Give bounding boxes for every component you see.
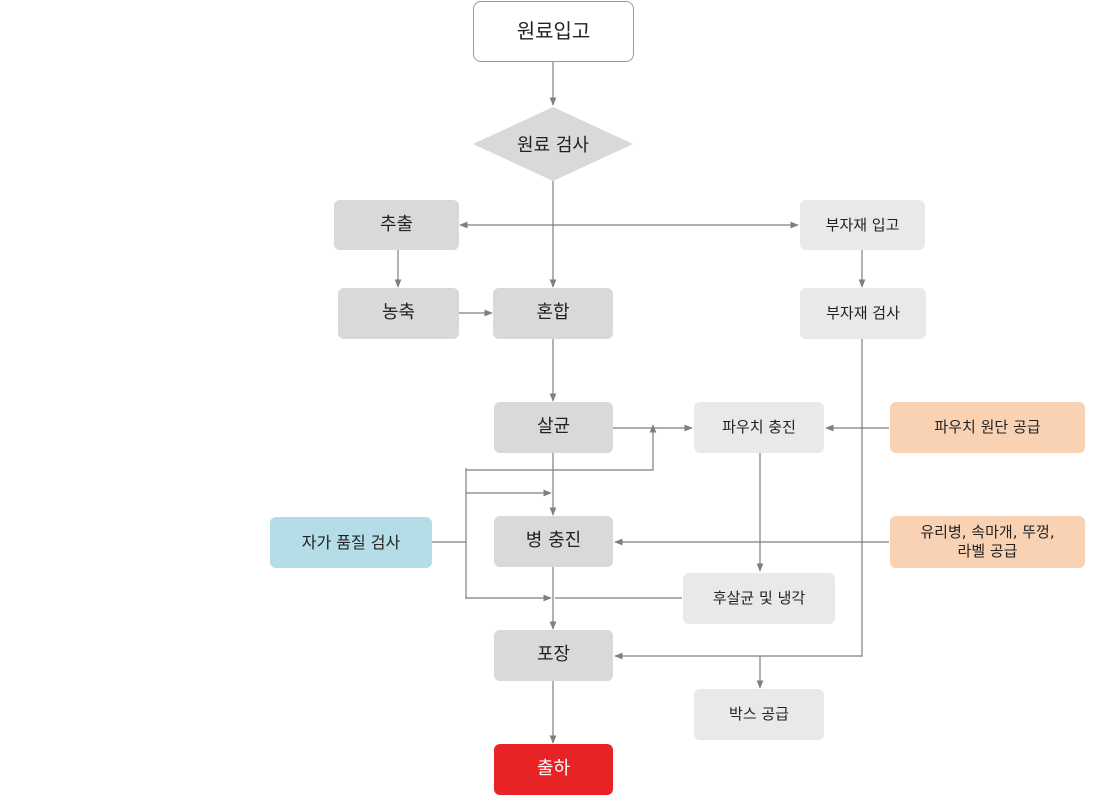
pouch-filling-node: 파우치 충진 <box>694 402 824 453</box>
extraction-node: 추출 <box>334 200 459 250</box>
glass-bottle-supply-node: 유리병, 속마개, 뚜껑, 라벨 공급 <box>890 516 1085 568</box>
box-supply-node: 박스 공급 <box>694 689 824 740</box>
raw-receipt-node: 원료입고 <box>473 1 634 62</box>
connector-quality-to-pouch-line <box>466 424 657 471</box>
connector-submaterial-to-packaging <box>614 339 863 660</box>
sterilization-node: 살균 <box>494 402 613 453</box>
packaging-node: 포장 <box>494 630 613 681</box>
self-quality-inspection-node: 자가 품질 검사 <box>270 517 432 568</box>
post-sterilization-cooling-node: 후살균 및 냉각 <box>683 573 835 624</box>
sub-material-inspection-node: 부자재 검사 <box>800 288 926 339</box>
pouch-fabric-supply-node: 파우치 원단 공급 <box>890 402 1085 453</box>
bottle-filling-node: 병 충진 <box>494 516 613 567</box>
shipping-node: 출하 <box>494 744 613 795</box>
concentration-node: 농축 <box>338 288 459 339</box>
raw-inspection-label: 원료 검사 <box>517 135 589 156</box>
raw-inspection-diamond <box>473 107 633 181</box>
glass-bottle-supply-line2: 라벨 공급 <box>957 542 1018 560</box>
mixing-node: 혼합 <box>493 288 613 339</box>
glass-bottle-supply-line1: 유리병, 속마개, 뚜껑, <box>920 523 1055 542</box>
sub-material-receipt-node: 부자재 입고 <box>800 200 925 250</box>
